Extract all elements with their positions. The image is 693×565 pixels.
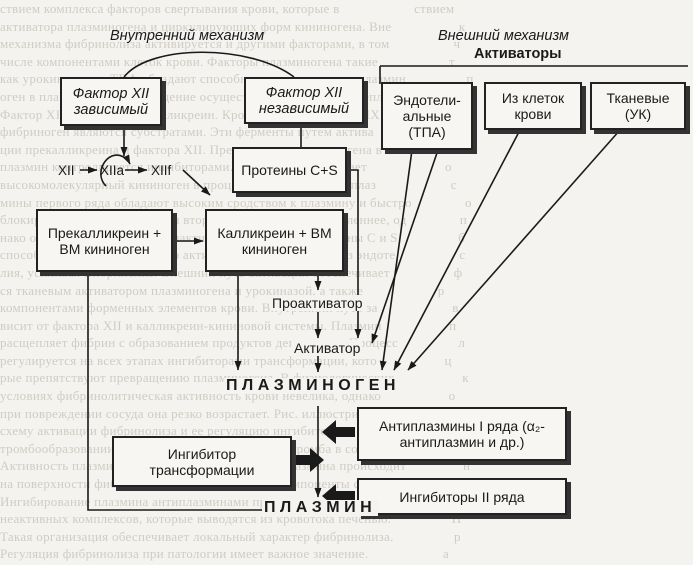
arrow-endo-plg	[379, 149, 413, 371]
proactivator-label: Проактиватор	[270, 295, 365, 311]
arrow-proteins-activator	[347, 169, 362, 339]
activator-label: Активатор	[292, 340, 363, 356]
factor12-dependent-box: Фактор XII зависимый	[60, 77, 162, 126]
chain-xiia: XIIa	[100, 163, 125, 178]
prekallikrein-box: Прекалликреин + ВМ кининоген	[36, 209, 173, 272]
blood-cells-activators-box: Из клеток крови	[484, 82, 582, 130]
arrow-feedback	[84, 254, 270, 511]
plasmin-label: ПЛАЗМИН	[262, 499, 379, 516]
chain-xii: XII	[58, 163, 75, 178]
inhibit-arrow-transform	[292, 448, 324, 472]
external-mechanism-header: Внешний механизм	[438, 28, 569, 44]
factor12-independent-box: Фактор XII независимый	[244, 77, 364, 124]
arrow-tissue-plg	[407, 129, 621, 371]
tissue-activators-box: Тканевые (УК)	[590, 82, 686, 130]
kallikrein-box: Калликреин + ВМ кининоген	[205, 209, 344, 272]
inhibitor-transformation-box: Ингибитор трансформации	[112, 436, 292, 487]
activators-header: Активаторы	[472, 46, 564, 62]
internal-mechanism-header: Внутренний механизм	[110, 28, 265, 44]
arrow-xiif-kallikrein	[182, 169, 211, 196]
curve-connector	[123, 51, 295, 78]
plasminogen-label: ПЛАЗМИНОГЕН	[224, 377, 402, 394]
endothelial-activators-box: Эндотели-альные (ТПА)	[381, 82, 473, 150]
inhibit-arrow-antiplasmins	[322, 420, 355, 444]
arrow-endo-act	[371, 149, 439, 344]
arrow-loop-xiia	[100, 154, 131, 187]
chain-xiif: XIIf	[151, 163, 172, 178]
proteins-cs-box: Протеины C+S	[232, 147, 347, 193]
arrow-blood-plg	[393, 129, 521, 371]
inhibitors-second-box: Ингибиторы II ряда	[357, 478, 567, 515]
antiplasmins-box: Антиплазмины I ряда (α₂-антиплазмин и др…	[357, 407, 567, 461]
